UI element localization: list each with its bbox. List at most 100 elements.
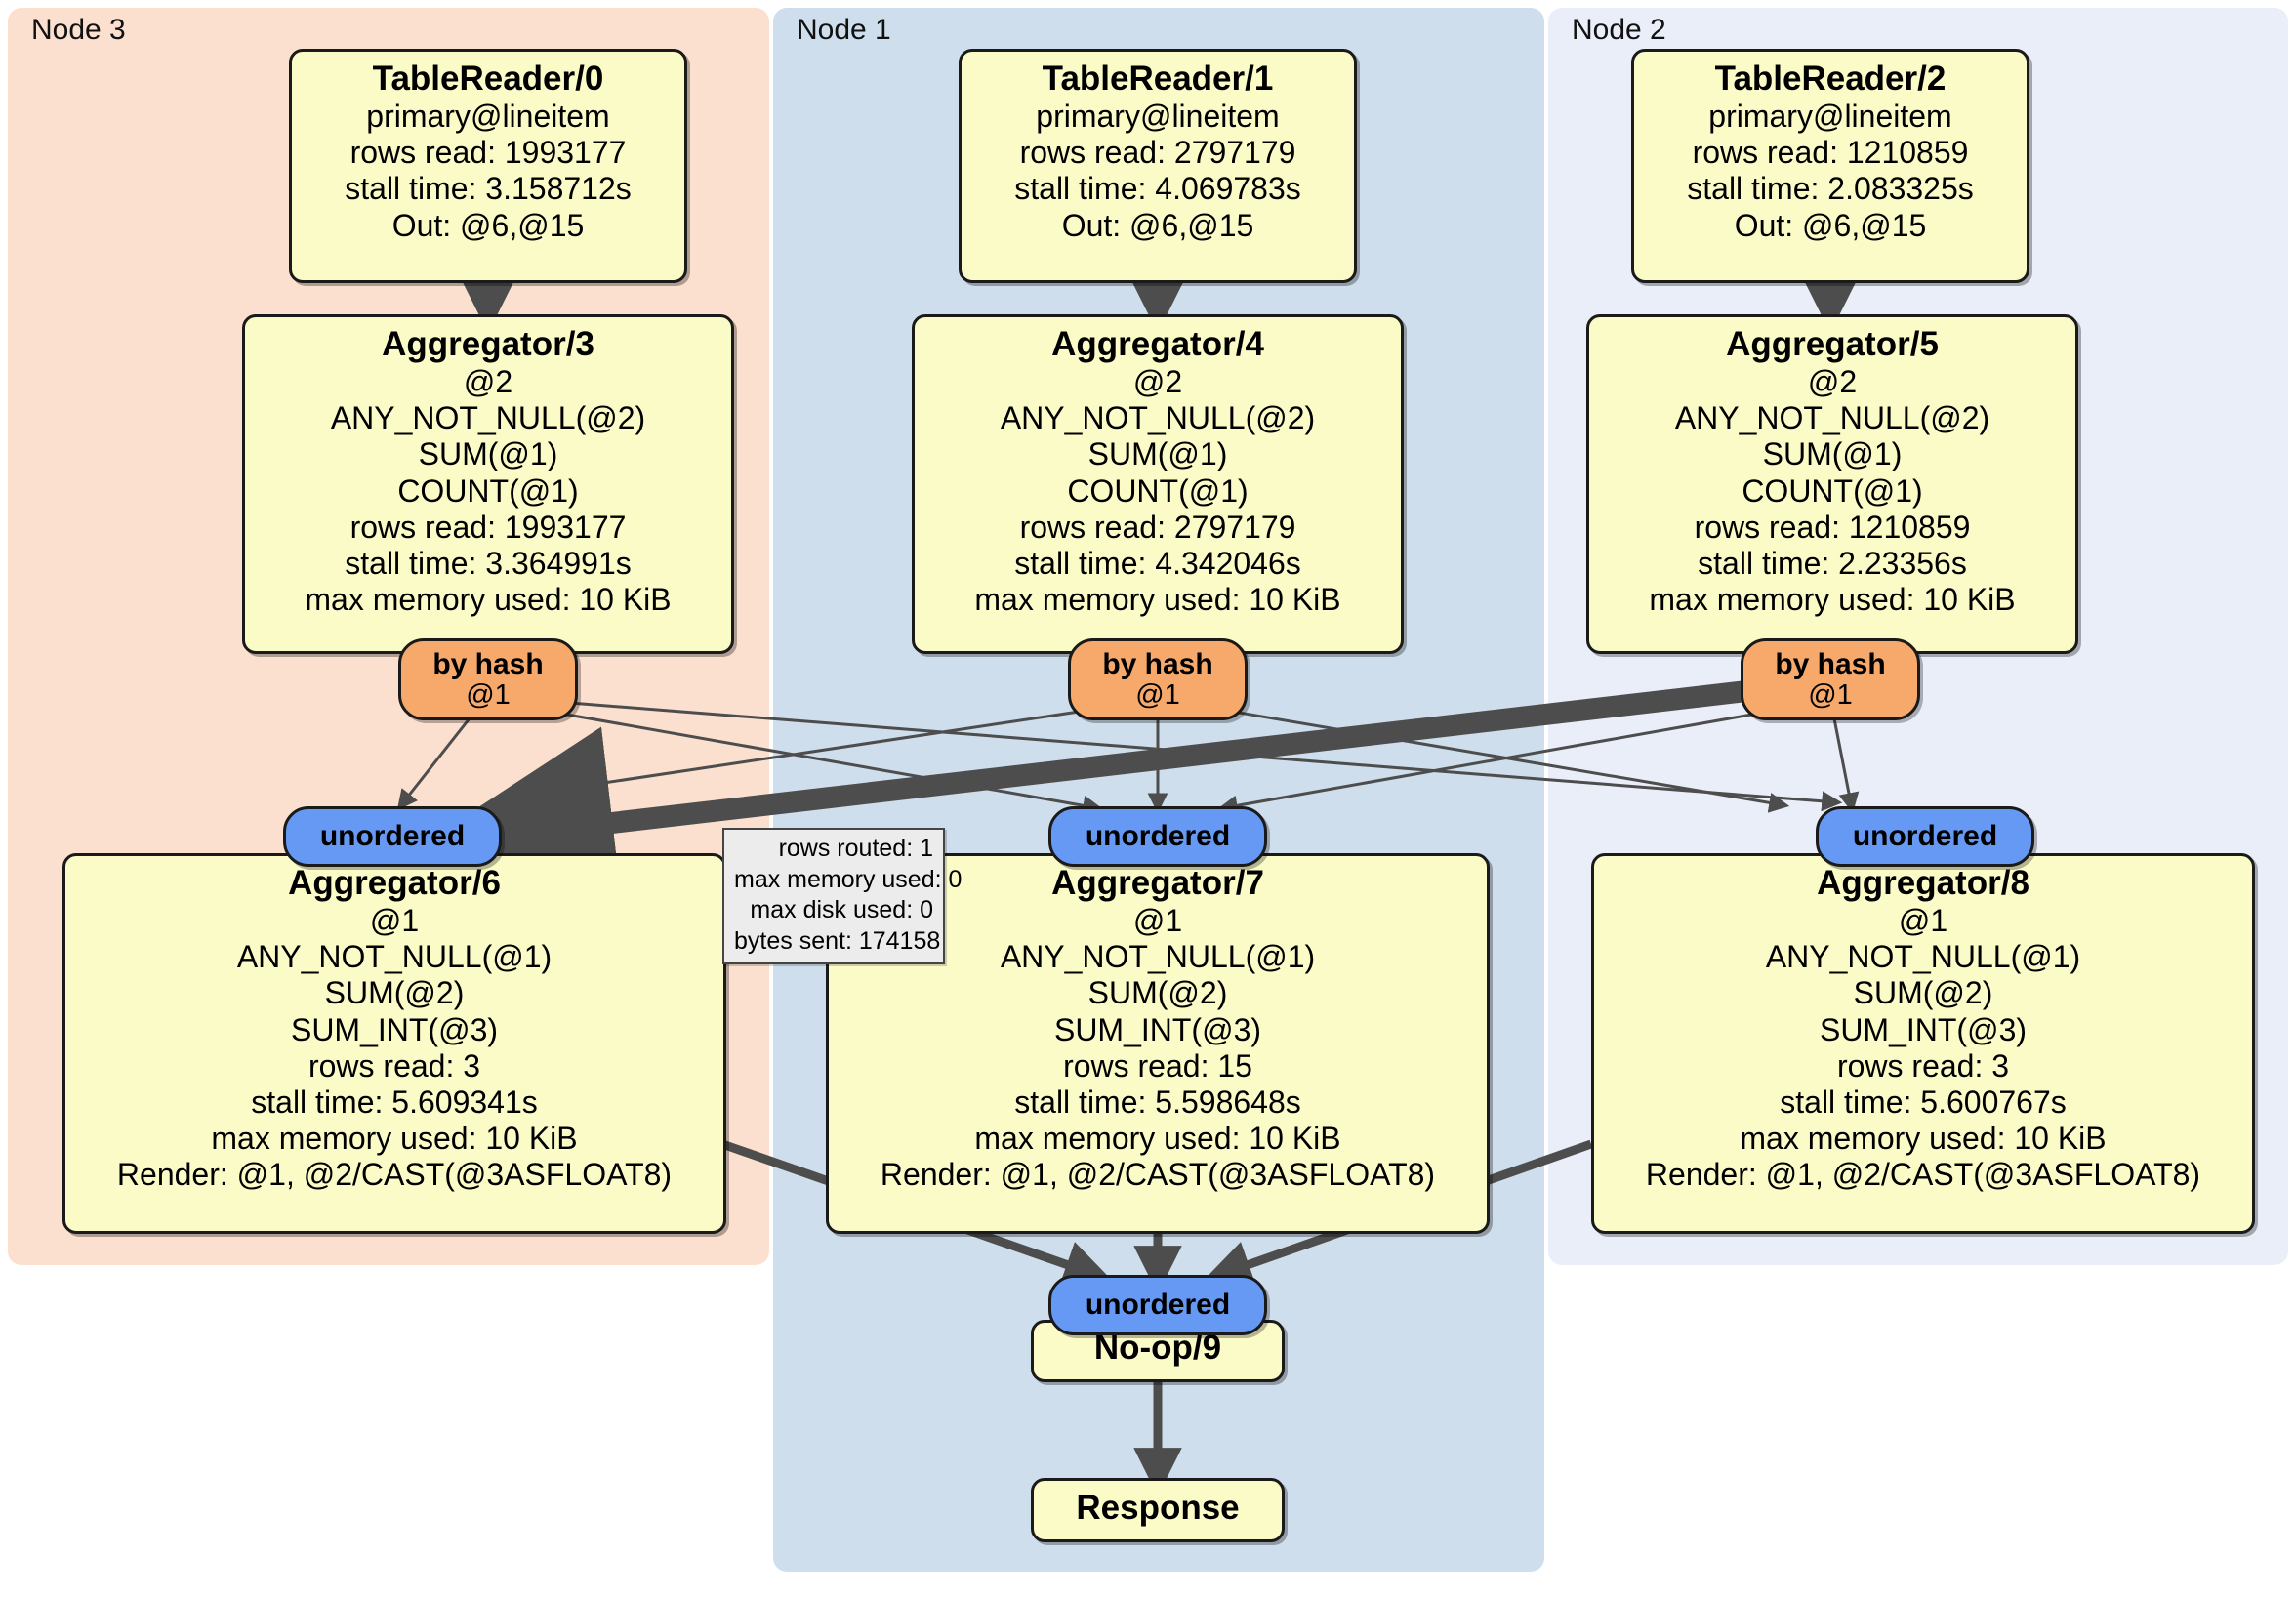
processor-detail: rows read: 1210859 (1692, 135, 1969, 171)
processor-detail: ANY_NOT_NULL(@2) (1000, 400, 1316, 436)
stat-bytes-sent: bytes sent: 174158 (734, 926, 941, 955)
processor-detail: rows read: 2797179 (1019, 509, 1296, 545)
processor-detail: @1 (1132, 903, 1183, 939)
processor-detail: SUM(@2) (1853, 975, 1993, 1011)
router-kind: by hash (1102, 647, 1213, 680)
processor-detail: max memory used: 10 KiB (974, 581, 1341, 617)
processor-detail: ANY_NOT_NULL(@1) (236, 939, 553, 975)
processor-box-tablereader-1[interactable]: TableReader/1 primary@lineitem rows read… (959, 49, 1357, 283)
processor-box-tablereader-0[interactable]: TableReader/0 primary@lineitem rows read… (289, 49, 687, 283)
processor-detail: ANY_NOT_NULL(@2) (1674, 400, 1990, 436)
processor-box-aggregator-4[interactable]: Aggregator/4 @2 ANY_NOT_NULL(@2) SUM(@1)… (912, 314, 1404, 654)
processor-detail: stall time: 3.364991s (345, 545, 632, 581)
stat-max-memory-used: max memory used: 0 (734, 865, 963, 893)
router-column: @1 (466, 678, 511, 711)
processor-title: Aggregator/6 (288, 864, 501, 902)
processor-title: TableReader/1 (1042, 60, 1274, 98)
processor-title: Aggregator/4 (1051, 325, 1264, 363)
router-badge-by-hash-node-1[interactable]: by hash @1 (1068, 638, 1248, 720)
stream-badge-unordered-node-2[interactable]: unordered (1816, 806, 2034, 867)
stream-badge-unordered-final[interactable]: unordered (1048, 1275, 1267, 1335)
processor-detail: max memory used: 10 KiB (211, 1120, 578, 1156)
processor-detail: Out: @6,@15 (1061, 207, 1254, 243)
cluster-label-node-1: Node 1 (797, 14, 891, 46)
processor-detail: ANY_NOT_NULL(@2) (330, 400, 646, 436)
processor-detail: SUM(@1) (1087, 436, 1228, 472)
processor-detail: max memory used: 10 KiB (305, 581, 672, 617)
processor-box-tablereader-2[interactable]: TableReader/2 primary@lineitem rows read… (1631, 49, 2030, 283)
stat-rows-routed: rows routed: 1 (778, 835, 933, 862)
processor-detail: COUNT(@1) (397, 472, 579, 509)
processor-detail: stall time: 2.083325s (1687, 171, 1974, 207)
processor-detail: rows read: 3 (1836, 1047, 2010, 1084)
router-badge-by-hash-node-2[interactable]: by hash @1 (1741, 638, 1920, 720)
edge-stats-tooltip: rows routed: 1 max memory used: 0 max di… (722, 828, 963, 964)
processor-detail: SUM_INT(@3) (290, 1011, 499, 1047)
processor-detail: @1 (1898, 903, 1948, 939)
processor-detail: rows read: 15 (1063, 1047, 1252, 1084)
processor-detail: rows read: 1993177 (349, 135, 627, 171)
stream-badge-unordered-node-1[interactable]: unordered (1048, 806, 1267, 867)
processor-detail: stall time: 5.600767s (1780, 1084, 2067, 1120)
processor-title: Aggregator/5 (1726, 325, 1939, 363)
processor-title: Aggregator/7 (1051, 864, 1264, 902)
cluster-label-node-2: Node 2 (1572, 14, 1666, 46)
processor-detail: stall time: 4.342046s (1014, 545, 1301, 581)
processor-title: Aggregator/8 (1817, 864, 2030, 902)
processor-detail: Render: @1, @2/CAST(@3ASFLOAT8) (116, 1157, 673, 1193)
router-column: @1 (1135, 678, 1180, 711)
processor-detail: @2 (1807, 364, 1858, 400)
processor-detail: @2 (463, 364, 513, 400)
processor-box-aggregator-5[interactable]: Aggregator/5 @2 ANY_NOT_NULL(@2) SUM(@1)… (1586, 314, 2078, 654)
processor-detail: max memory used: 10 KiB (1740, 1120, 2107, 1156)
processor-detail: max memory used: 10 KiB (974, 1120, 1341, 1156)
processor-title: Aggregator/3 (382, 325, 594, 363)
router-badge-by-hash-node-3[interactable]: by hash @1 (398, 638, 578, 720)
processor-detail: SUM(@2) (324, 975, 465, 1011)
processor-detail: COUNT(@1) (1067, 472, 1249, 509)
processor-detail: @2 (1132, 364, 1183, 400)
stream-label: unordered (1085, 1289, 1231, 1321)
processor-detail: SUM(@2) (1087, 975, 1228, 1011)
processor-detail: rows read: 2797179 (1019, 135, 1296, 171)
router-column: @1 (1808, 678, 1853, 711)
processor-detail: primary@lineitem (1036, 99, 1280, 135)
processor-detail: rows read: 1993177 (349, 509, 627, 545)
processor-detail: COUNT(@1) (1742, 472, 1923, 509)
cluster-label-node-3: Node 3 (31, 14, 126, 46)
router-kind: by hash (432, 647, 544, 680)
processor-detail: primary@lineitem (366, 99, 610, 135)
stream-label: unordered (1085, 820, 1231, 852)
processor-detail: Render: @1, @2/CAST(@3ASFLOAT8) (1645, 1157, 2201, 1193)
processor-detail: stall time: 5.598648s (1014, 1084, 1301, 1120)
processor-detail: Out: @6,@15 (1734, 207, 1927, 243)
processor-detail: primary@lineitem (1708, 99, 1952, 135)
processor-detail: rows read: 1210859 (1694, 509, 1971, 545)
processor-box-aggregator-3[interactable]: Aggregator/3 @2 ANY_NOT_NULL(@2) SUM(@1)… (242, 314, 734, 654)
processor-detail: SUM_INT(@3) (1053, 1011, 1262, 1047)
processor-detail: stall time: 2.23356s (1698, 545, 1967, 581)
router-kind: by hash (1775, 647, 1886, 680)
processor-box-aggregator-6[interactable]: Aggregator/6 @1 ANY_NOT_NULL(@1) SUM(@2)… (62, 853, 726, 1234)
processor-detail: Out: @6,@15 (391, 207, 585, 243)
processor-detail: stall time: 4.069783s (1014, 171, 1301, 207)
processor-box-response[interactable]: Response (1031, 1478, 1285, 1542)
processor-detail: stall time: 3.158712s (345, 171, 632, 207)
processor-detail: ANY_NOT_NULL(@1) (1765, 939, 2081, 975)
processor-detail: SUM(@1) (1762, 436, 1903, 472)
processor-detail: Render: @1, @2/CAST(@3ASFLOAT8) (880, 1157, 1436, 1193)
processor-title: TableReader/0 (372, 60, 604, 98)
processor-detail: @1 (369, 903, 420, 939)
processor-box-aggregator-8[interactable]: Aggregator/8 @1 ANY_NOT_NULL(@1) SUM(@2)… (1591, 853, 2255, 1234)
stream-badge-unordered-node-3[interactable]: unordered (283, 806, 502, 867)
stat-max-disk-used: max disk used: 0 (750, 896, 933, 923)
processor-detail: stall time: 5.609341s (251, 1084, 538, 1120)
processor-detail: max memory used: 10 KiB (1649, 581, 2016, 617)
processor-detail: SUM_INT(@3) (1819, 1011, 2028, 1047)
processor-title: Response (1076, 1489, 1240, 1527)
processor-detail: ANY_NOT_NULL(@1) (1000, 939, 1316, 975)
processor-detail: SUM(@1) (418, 436, 558, 472)
stream-label: unordered (1852, 820, 1998, 852)
processor-title: TableReader/2 (1714, 60, 1947, 98)
